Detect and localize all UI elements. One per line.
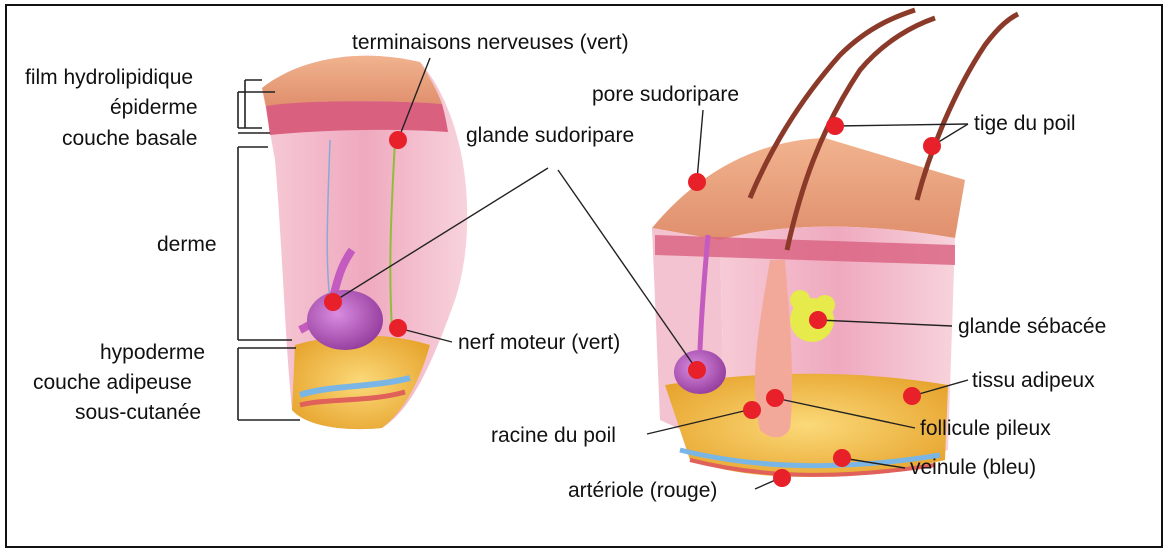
marker-arteriole [773,469,791,487]
marker-glande-sebacee [809,311,827,329]
marker-follicule-pileux [766,389,784,407]
marker-pore-sudoripare [688,173,706,191]
marker-glande-sudoripare-left [324,293,342,311]
marker-veinule [833,449,851,467]
label-derme: derme [157,234,217,256]
marker-racine-du-poil [743,401,761,419]
label-tige-du-poil: tige du poil [974,113,1076,135]
label-arteriole: artériole (rouge) [568,480,717,502]
label-pore-sudoripare: pore sudoripare [592,84,739,106]
label-veinule: veinule (bleu) [910,457,1036,479]
left-skin-section [262,56,467,429]
marker-terminaisons-nerveuses [389,131,407,149]
label-couche-adipeuse: couche adipeuse [33,372,192,394]
label-terminaisons-nerveuses: terminaisons nerveuses (vert) [352,32,629,54]
label-hypoderme: hypoderme [100,342,205,364]
label-sous-cutanee: sous-cutanée [75,402,201,424]
marker-tige-du-poil-1 [826,117,844,135]
label-couche-basale: couche basale [62,128,197,150]
label-nerf-moteur: nerf moteur (vert) [458,332,620,354]
marker-tige-du-poil-2 [923,137,941,155]
label-film-hydrolipidique: film hydrolipidique [25,67,193,89]
label-glande-sebacee: glande sébacée [958,316,1106,338]
label-tissu-adipeux: tissu adipeux [972,370,1095,392]
right-skin-block [652,10,1018,477]
marker-tissu-adipeux [903,387,921,405]
marker-nerf-moteur [389,319,407,337]
label-epiderme: épiderme [110,97,198,119]
label-glande-sudoripare: glande sudoripare [466,125,634,147]
label-follicule-pileux: follicule pileux [920,418,1051,440]
label-racine-du-poil: racine du poil [491,425,616,447]
marker-glande-sudoripare-right [688,361,706,379]
